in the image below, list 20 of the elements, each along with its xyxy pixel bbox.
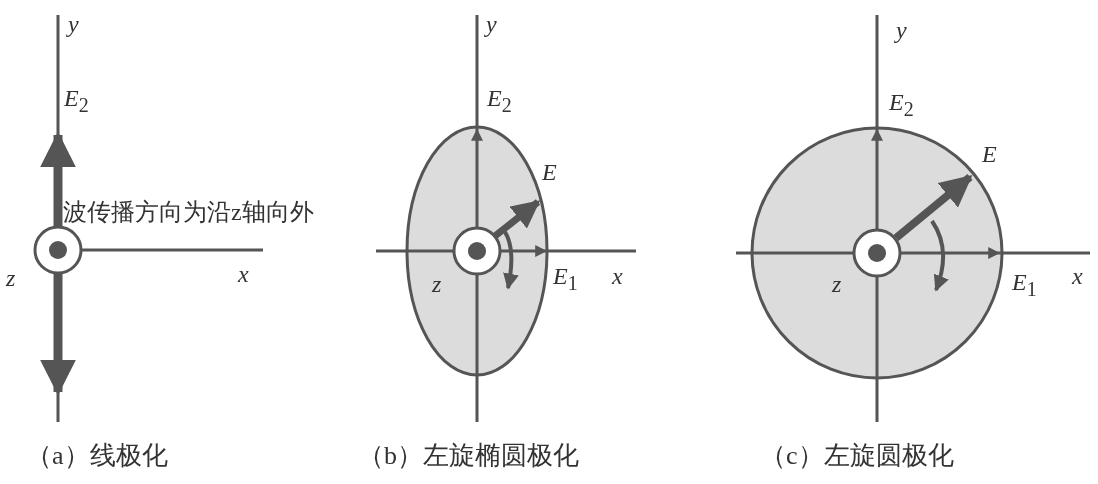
axis-label: z [832,272,842,296]
vector-label: E$_{1}$ [1012,270,1037,299]
annotation-text: 波传播方向为沿z轴向外 [63,200,314,224]
caption: （b）左旋椭圆极化 [358,443,579,469]
vector-label: E$_{1}$ [553,264,578,293]
vector-label: E [982,142,997,166]
vector-label: E$_{2}$ [64,86,89,115]
axis-label: x [1072,264,1083,288]
caption: （c）左旋圆极化 [760,443,954,469]
axis-label: z [6,266,16,290]
axis-label: z [432,272,442,296]
axis-label: y [486,12,497,36]
vector-label: E [542,160,557,184]
axis-label: x [612,264,623,288]
caption: （a）线极化 [26,443,168,469]
axis-label: x [238,262,249,286]
axis-label: y [896,18,907,42]
vector-label: E$_{2}$ [487,86,512,115]
axis-label: y [68,12,79,36]
vector-label: E$_{2}$ [889,90,914,119]
